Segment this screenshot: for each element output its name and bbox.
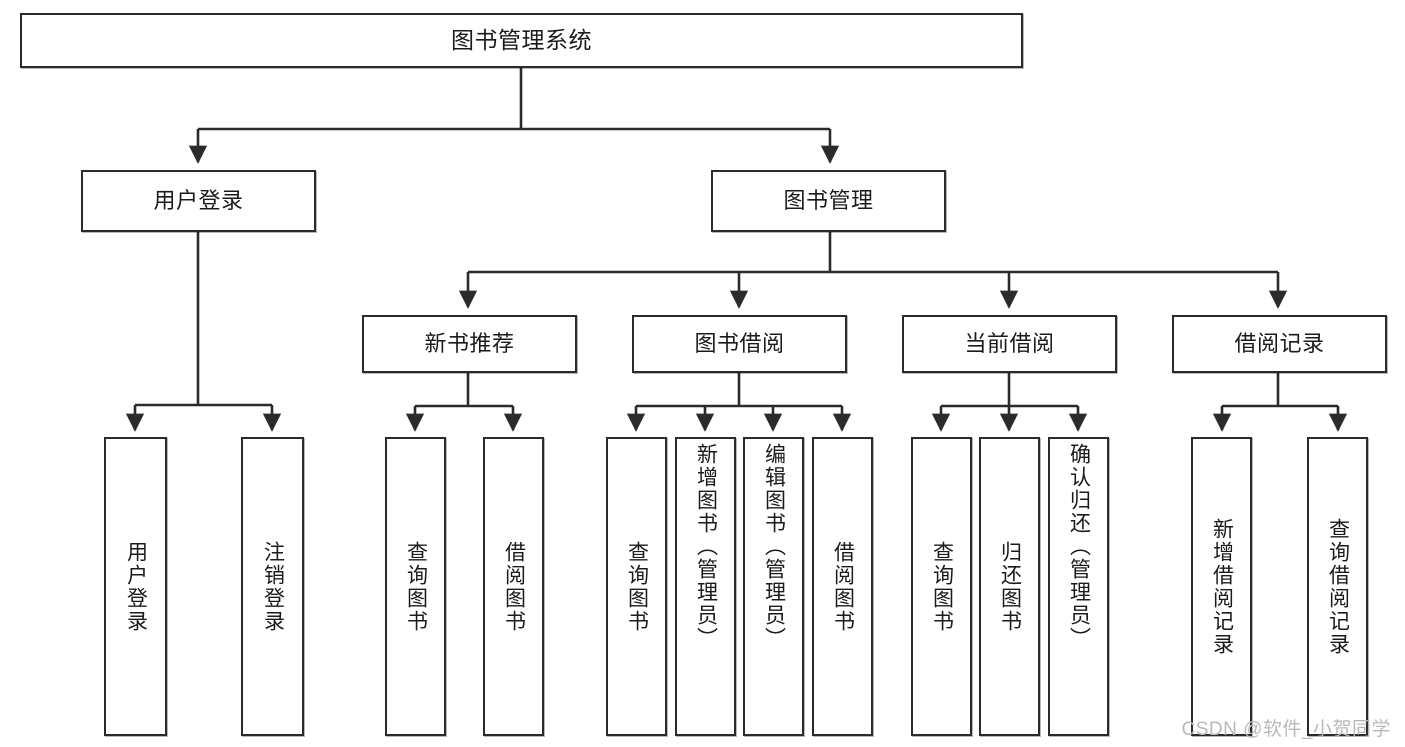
- node-label: 借阅图书: [502, 540, 526, 633]
- node-book-management[interactable]: 图书管理: [711, 170, 946, 232]
- node-label: 图书管理系统: [451, 27, 592, 54]
- leaf-confirm-return-admin[interactable]: 确认归还（管理员）: [1048, 437, 1109, 736]
- node-new-book-recommend[interactable]: 新书推荐: [362, 315, 577, 373]
- node-label: 查询图书: [930, 540, 954, 633]
- node-root-system[interactable]: 图书管理系统: [20, 13, 1023, 68]
- node-label: 借阅图书: [831, 540, 855, 633]
- node-label: 注销登录: [261, 540, 285, 633]
- node-label: 借阅记录: [1234, 331, 1325, 357]
- node-user-login[interactable]: 用户登录: [81, 170, 316, 232]
- node-label: 新书推荐: [424, 331, 515, 357]
- node-label: 图书管理: [783, 188, 874, 214]
- leaf-borrow-book[interactable]: 借阅图书: [812, 437, 873, 736]
- node-label: 编辑图书（管理员）: [762, 443, 786, 650]
- leaf-add-borrow-record[interactable]: 新增借阅记录: [1191, 437, 1252, 736]
- node-label: 用户登录: [124, 540, 148, 633]
- node-label: 归还图书: [998, 540, 1022, 633]
- leaf-query-borrow-record[interactable]: 查询借阅记录: [1307, 437, 1368, 736]
- leaf-query-book-newbook[interactable]: 查询图书: [385, 437, 446, 736]
- node-label: 查询图书: [625, 540, 649, 633]
- leaf-logout[interactable]: 注销登录: [241, 437, 304, 736]
- node-label: 查询借阅记录: [1326, 517, 1350, 656]
- leaf-borrow-book-newbook[interactable]: 借阅图书: [483, 437, 544, 736]
- leaf-return-book[interactable]: 归还图书: [979, 437, 1040, 736]
- leaf-query-book-current[interactable]: 查询图书: [911, 437, 972, 736]
- node-label: 用户登录: [153, 188, 244, 214]
- leaf-edit-book-admin[interactable]: 编辑图书（管理员）: [743, 437, 804, 736]
- node-book-borrow[interactable]: 图书借阅: [632, 315, 847, 373]
- leaf-add-book-admin[interactable]: 新增图书（管理员）: [675, 437, 736, 736]
- leaf-query-book-borrow[interactable]: 查询图书: [606, 437, 667, 736]
- node-label: 新增图书（管理员）: [694, 443, 718, 650]
- node-label: 当前借阅: [964, 331, 1055, 357]
- node-current-borrow[interactable]: 当前借阅: [902, 315, 1117, 373]
- csdn-watermark: CSDN @软件_小贺同学: [1181, 719, 1391, 740]
- leaf-user-login[interactable]: 用户登录: [104, 437, 167, 736]
- node-label: 查询图书: [404, 540, 428, 633]
- node-borrow-record[interactable]: 借阅记录: [1172, 315, 1387, 373]
- node-label: 图书借阅: [694, 331, 785, 357]
- node-label: 新增借阅记录: [1210, 517, 1234, 656]
- node-label: 确认归还（管理员）: [1067, 443, 1091, 650]
